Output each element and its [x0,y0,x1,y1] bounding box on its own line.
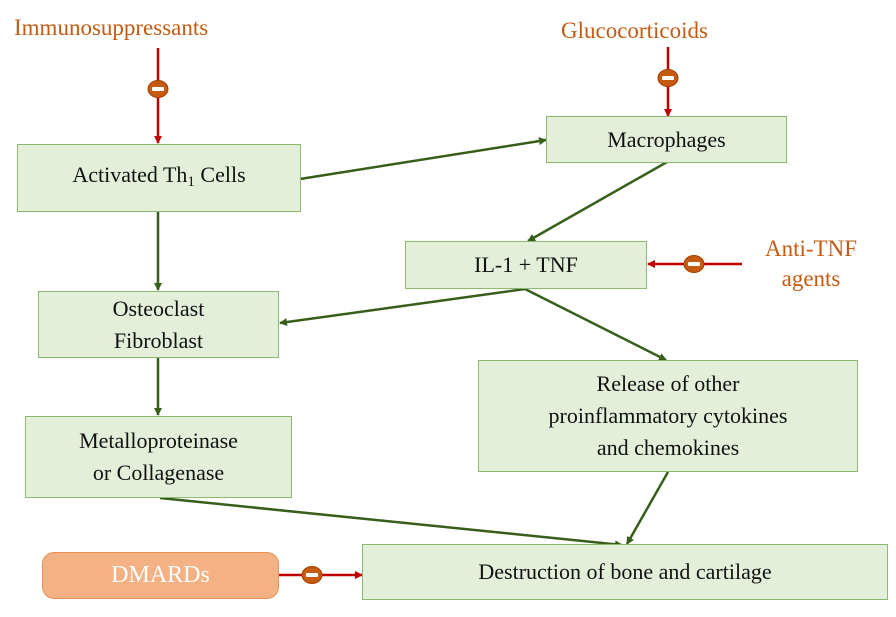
inhibitor-minus-icon [683,255,705,273]
node-release-cytokines: Release of other proinflammatory cytokin… [478,360,858,472]
node-mmp-line2: or Collagenase [92,460,225,485]
arrow-il1-to-release [524,287,667,362]
drug-immunosuppressants: Immunosuppressants [14,15,209,40]
node-mmp-line1: Metalloproteinase [79,428,238,453]
node-activated-th1-cells: Activated Th1 Cells [17,144,301,212]
node-th1-label: Activated Th1 Cells [72,161,246,190]
node-osteoclast-fibroblast: Osteoclast Fibroblast [38,291,279,358]
node-release-line2: proinflammatory cytokines [548,403,788,428]
node-il1-tnf: IL-1 + TNF [405,241,647,289]
drug-anti-tnf-line2: agents [781,266,841,291]
arrow-th1-to-macrophages [299,137,547,181]
arrow-mmp-to-destruction [159,496,623,549]
drug-anti-tnf-line1: Anti-TNF [765,236,857,261]
arrow-release-to-destruction [625,471,670,545]
node-destruction: Destruction of bone and cartilage [362,544,888,600]
drug-dmards: DMARDs [42,552,279,599]
node-osteoclast-line2: Fibroblast [113,327,204,353]
arrow-il1-to-osteoclast [279,287,526,326]
inhibitor-minus-icon [301,566,323,584]
node-osteoclast-line1: Osteoclast [112,295,205,321]
inhibitor-minus-icon [147,80,169,98]
node-macrophages: Macrophages [546,116,787,163]
drug-anti-tnf-agents: Anti-TNF agents [748,234,874,294]
node-metalloproteinase: Metalloproteinase or Collagenase [25,416,292,498]
drug-glucocorticoids: Glucocorticoids [561,18,708,43]
arrow-macrophages-to-il1 [527,160,668,243]
node-release-line3: and chemokines [596,435,740,460]
inhibitor-minus-icon [657,69,679,87]
node-release-line1: Release of other [596,371,740,396]
